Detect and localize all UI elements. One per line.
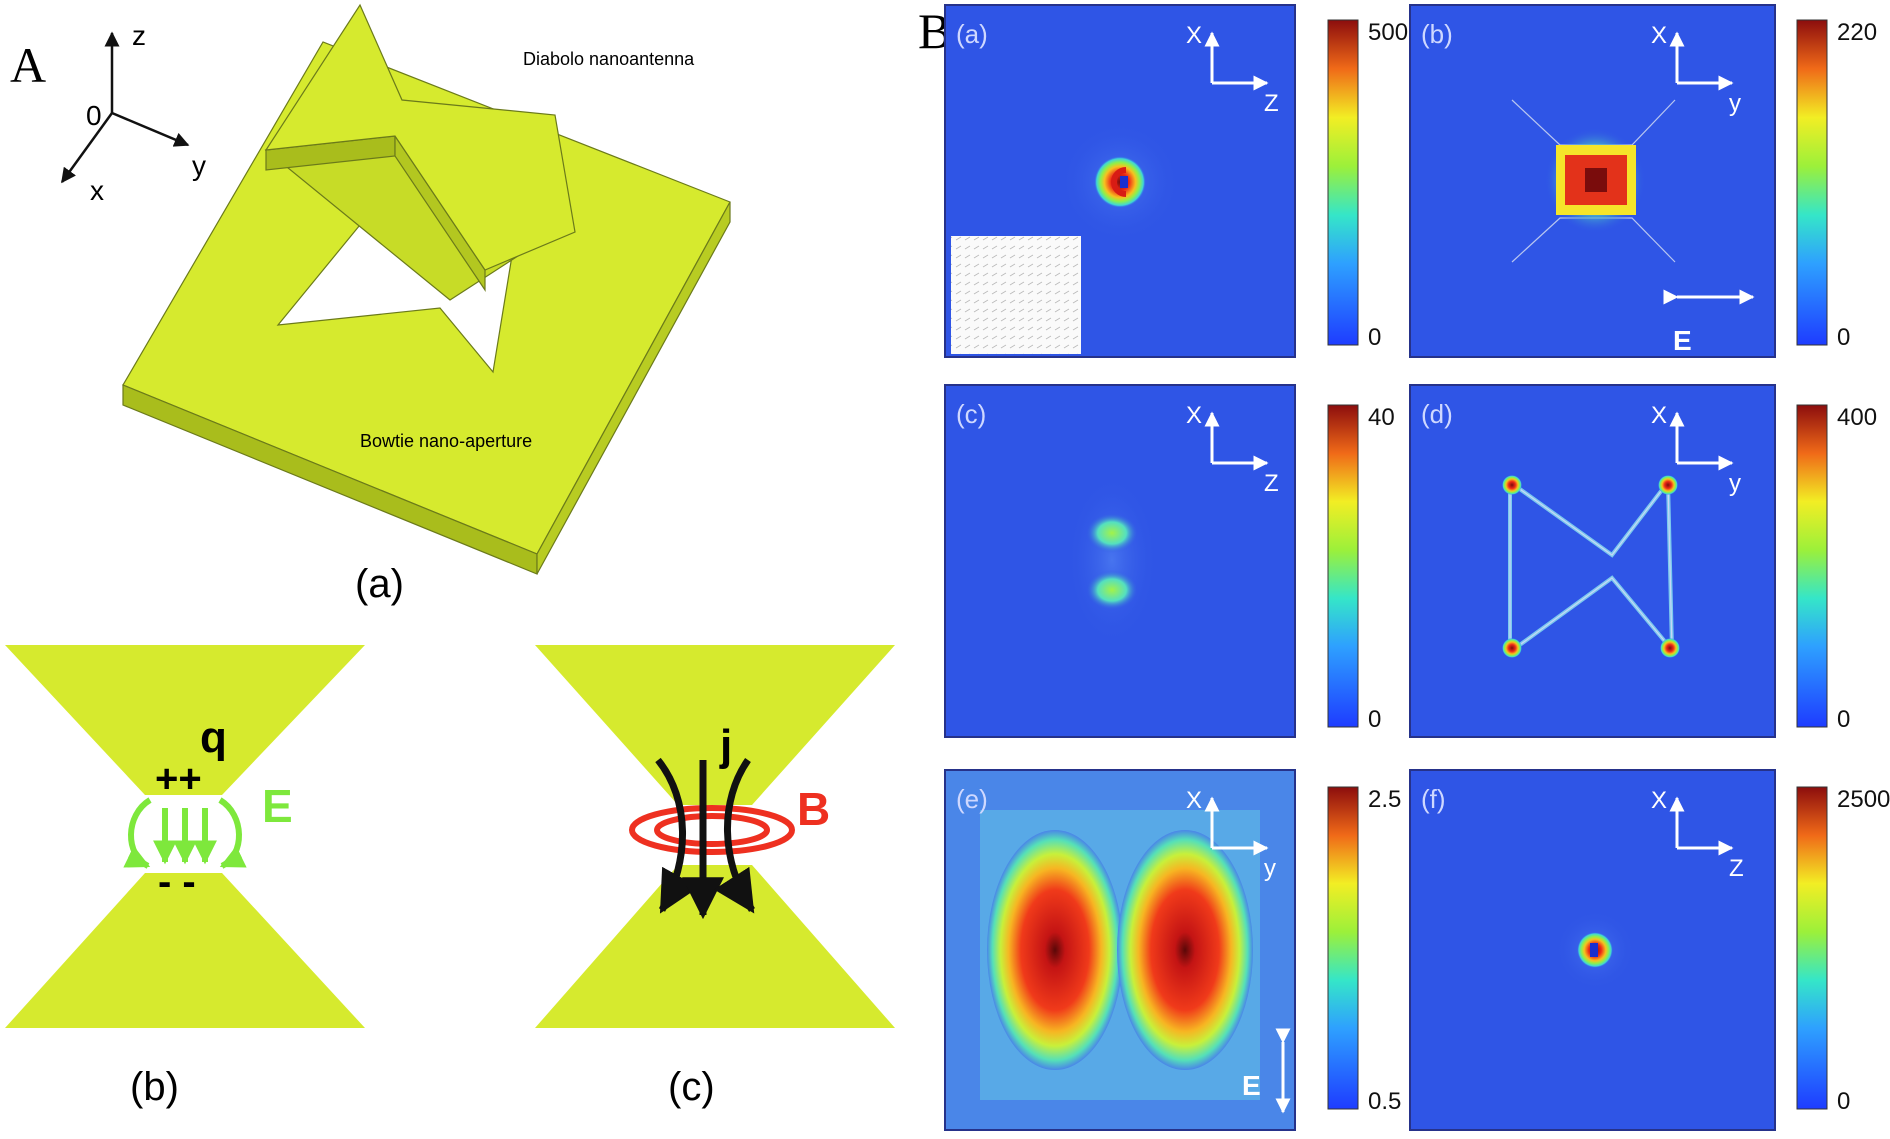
electric-field-arrows: [123, 797, 247, 869]
map-axis2-label-b: y: [1729, 90, 1741, 117]
map-axis2-label-f: Z: [1729, 855, 1744, 882]
minus-charges: - -: [158, 860, 196, 904]
b-field-label: B: [797, 783, 830, 835]
map-label-c: (c): [956, 399, 986, 429]
map-axis2-label-c: Z: [1264, 470, 1279, 497]
vector-inset: [951, 236, 1081, 354]
colorbar-min-d: 0: [1837, 706, 1850, 733]
z-axis-label: z: [132, 20, 146, 51]
colorbar-max-c: 40: [1368, 404, 1395, 431]
colorbar-min-c: 0: [1368, 706, 1381, 733]
colorbar-min-e: 0.5: [1368, 1088, 1401, 1115]
e-field-label: E: [262, 780, 293, 832]
colorbar-max-a: 500: [1368, 19, 1408, 46]
field-map-a: [944, 4, 1296, 358]
colorbar-min-b: 0: [1837, 324, 1850, 351]
colorbar-max-f: 2500: [1837, 786, 1890, 813]
colorbar-min-f: 0: [1837, 1088, 1850, 1115]
colorbar-max-d: 400: [1837, 404, 1877, 431]
map-axis1-label-a: X: [1186, 22, 1202, 49]
field-map-e: [944, 769, 1296, 1131]
b-field-loop-inner: [654, 813, 770, 847]
caption-c: (c): [668, 1065, 715, 1109]
charge-q-label: q: [200, 713, 227, 762]
map-label-b: (b): [1421, 19, 1453, 49]
bowtie-top-triangle: [5, 645, 365, 795]
field-map-d: [1409, 384, 1776, 738]
map-label-f: (f): [1421, 784, 1446, 814]
colorbars: [1327, 19, 1828, 1110]
diabolo-label: Diabolo nanoantenna: [523, 49, 695, 69]
colorbar-max-e: 2.5: [1368, 786, 1401, 813]
map-label-e: (e): [956, 784, 988, 814]
x-axis-arrow: [60, 112, 114, 184]
map-axis1-label-d: X: [1651, 402, 1667, 429]
diabolo-antenna: [264, 3, 576, 301]
origin-label: 0: [86, 100, 102, 131]
colorbar-a: [1327, 19, 1359, 346]
y-axis-arrow: [111, 111, 190, 147]
map-label-d: (d): [1421, 399, 1453, 429]
axes-triad: [60, 31, 190, 184]
field-map-c: [944, 384, 1296, 738]
b-field-loop-outer: [629, 805, 795, 855]
colorbar-c: [1327, 404, 1359, 728]
plus-charges: ++: [155, 757, 202, 801]
caption-b: (b): [130, 1065, 179, 1109]
bowtie-aperture-plate: [122, 41, 731, 575]
bowtie-label: Bowtie nano-aperture: [360, 431, 532, 451]
map-axis1-label-b: X: [1651, 22, 1667, 49]
caption-a: (a): [355, 562, 404, 606]
colorbar-e: [1327, 786, 1359, 1110]
map-pol-label-b: E: [1673, 325, 1692, 356]
panel-b-bowtie-charges: ++ q - - E (b): [5, 645, 365, 1109]
map-axis2-label-e: y: [1264, 855, 1276, 882]
panel-label-A: A: [10, 37, 46, 93]
colorbar-max-b: 220: [1837, 19, 1877, 46]
field-map-f: [1409, 769, 1776, 1131]
bowtie-bottom-triangle-c: [535, 865, 895, 1028]
map-overlays: (a)XZ5000(b)XyE2200(c)XZ400(d)Xy4000(e)X…: [956, 19, 1890, 1115]
y-axis-label: y: [192, 150, 206, 181]
map-axis1-label-c: X: [1186, 402, 1202, 429]
bowtie-top-triangle-c: [535, 645, 895, 805]
bowtie-bottom-triangle: [5, 873, 365, 1028]
map-axis2-label-d: y: [1729, 470, 1741, 497]
x-axis-label: x: [90, 175, 104, 206]
map-axis2-label-a: Z: [1264, 90, 1279, 117]
map-pol-label-e: E: [1242, 1070, 1261, 1101]
colorbar-min-a: 0: [1368, 324, 1381, 351]
map-label-a: (a): [956, 19, 988, 49]
map-axis1-label-e: X: [1186, 787, 1202, 814]
colorbar-f: [1796, 786, 1828, 1110]
panel-a-3d-structure: A z y x 0 Diabolo nanoantenna Bowtie nan…: [10, 3, 731, 606]
colorbar-b: [1796, 19, 1828, 346]
current-arrows: [655, 757, 755, 920]
map-axis1-label-f: X: [1651, 787, 1667, 814]
field-map-b: [1409, 4, 1776, 358]
panel-c-bowtie-current: j B (c): [535, 645, 895, 1109]
colorbar-d: [1796, 404, 1828, 728]
current-j-label: j: [719, 721, 732, 770]
